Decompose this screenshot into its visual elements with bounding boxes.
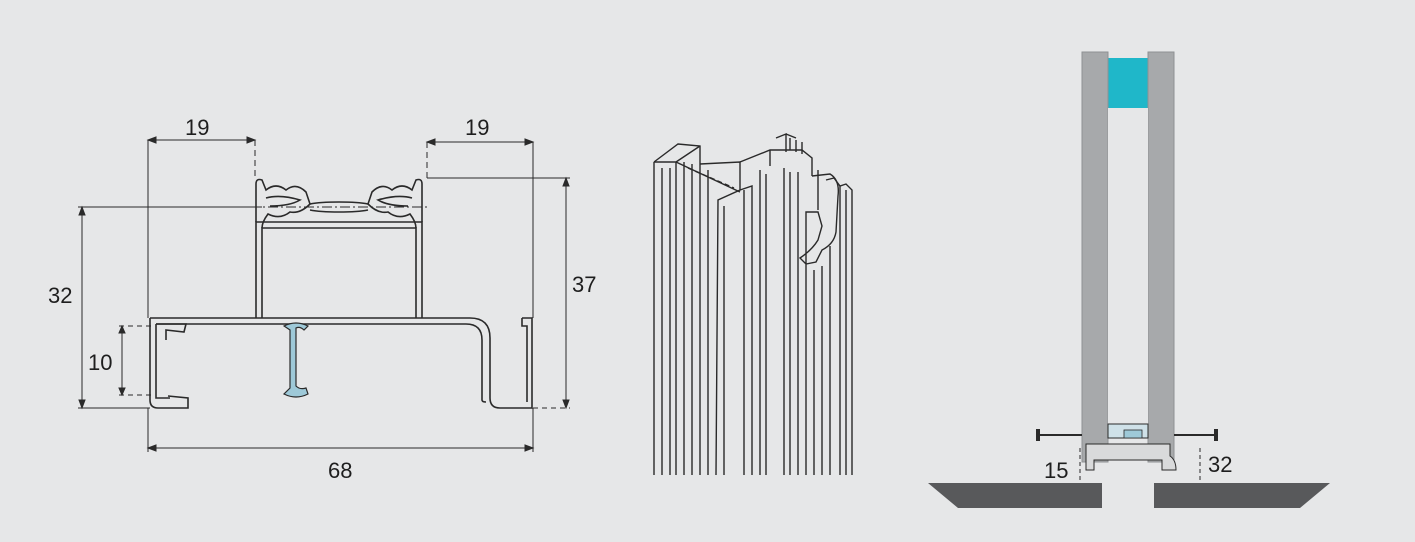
dimension-label-right-height: 37	[572, 272, 596, 297]
dimension-label-width: 68	[328, 458, 352, 483]
installation-view: 15 32	[928, 51, 1330, 508]
panel-gap	[1108, 108, 1148, 424]
installation-dimension-right: 32	[1208, 452, 1232, 477]
profile-isometric-view	[653, 132, 853, 476]
panel-left	[1081, 51, 1109, 463]
screw-right	[1174, 429, 1218, 441]
dimension-label-top-left: 19	[185, 115, 209, 140]
base-right	[1154, 483, 1330, 508]
dimension-width	[146, 408, 535, 452]
dimension-top-right	[425, 138, 535, 318]
screw-left	[1036, 429, 1082, 441]
base-left	[928, 483, 1102, 508]
dimension-left-height	[78, 205, 262, 410]
installation-dimension-left: 15	[1044, 458, 1068, 483]
installed-profile	[1085, 423, 1177, 471]
seal-clip	[282, 322, 310, 398]
dimension-top-left	[146, 136, 257, 318]
dimension-label-inner-height: 10	[88, 350, 112, 375]
glass-pane-top	[1108, 58, 1148, 108]
profile-outline	[149, 178, 533, 409]
dimension-label-left-height: 32	[48, 283, 72, 308]
profile-cross-section: 19 19 32 10	[48, 115, 596, 483]
dimension-right-height	[427, 176, 570, 410]
dimension-label-top-right: 19	[465, 115, 489, 140]
panel-right	[1147, 51, 1175, 463]
dimension-inner-height	[118, 324, 152, 397]
